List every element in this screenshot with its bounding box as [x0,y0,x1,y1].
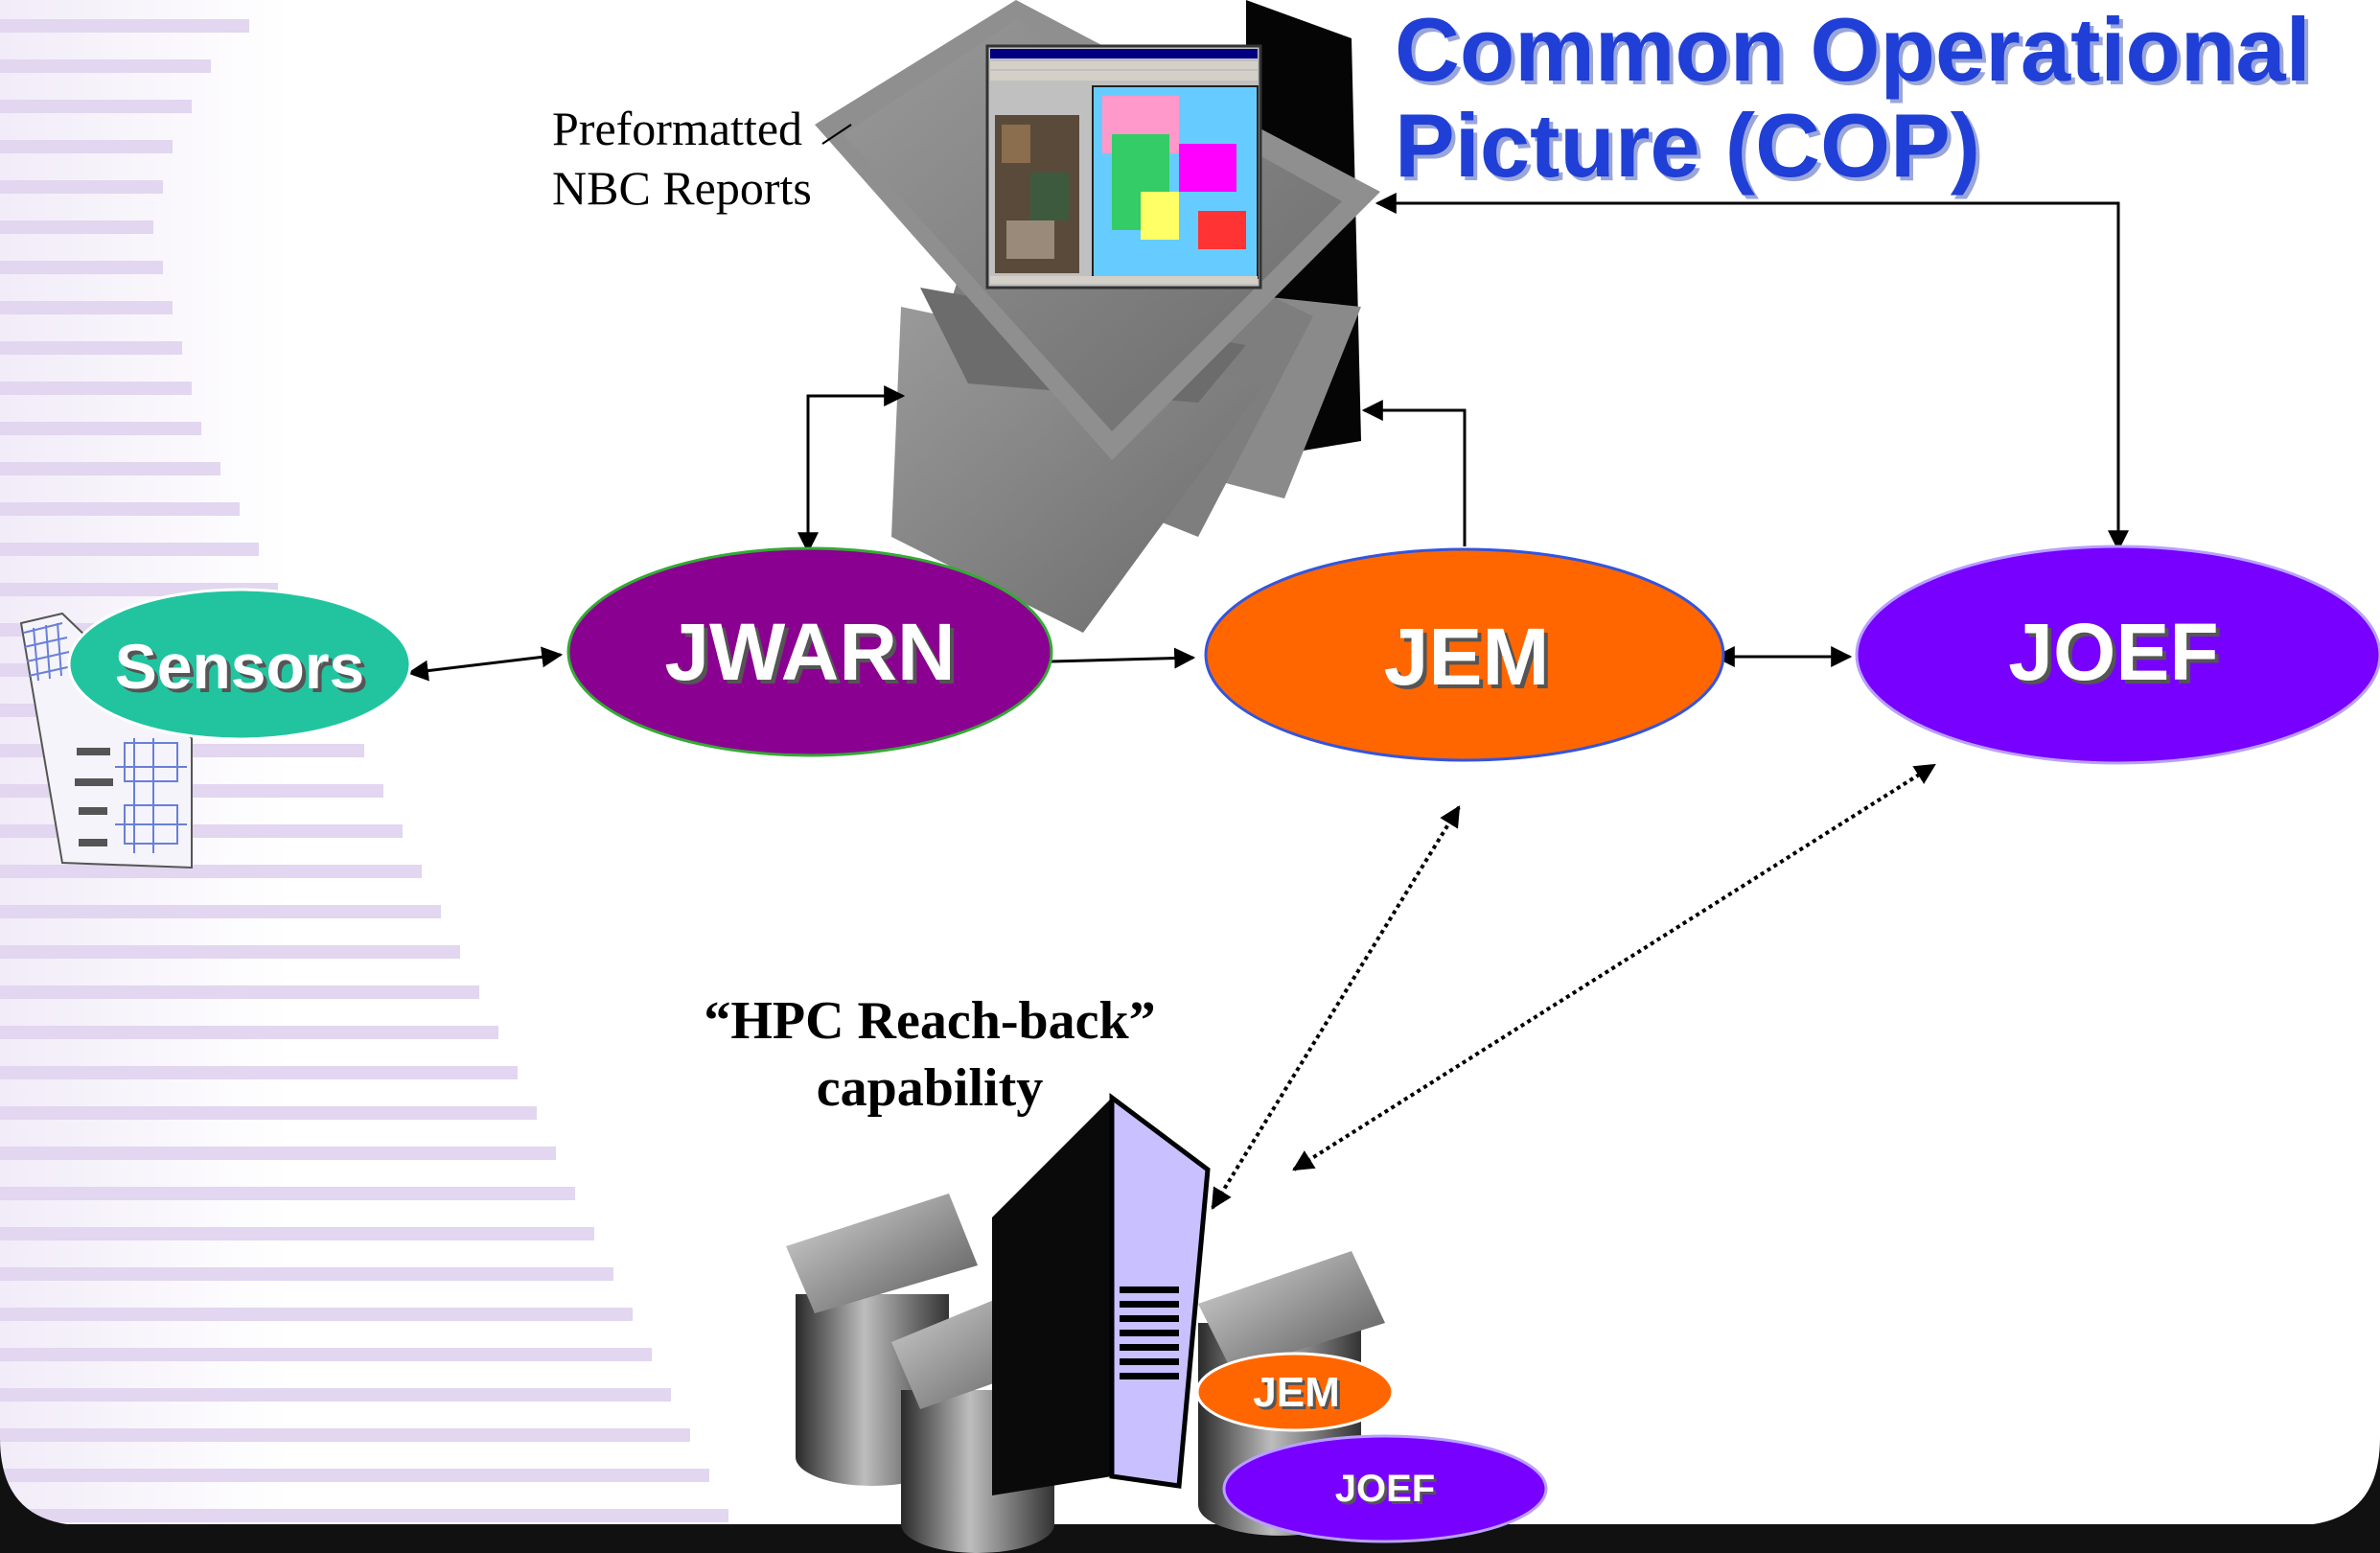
background-stripes [0,0,728,1553]
hpc-caption-line-2: capability [816,1058,1044,1118]
connectors [406,124,2129,1210]
cop-note: Preformatted NBC Reports [552,99,812,218]
sensors-label: Sensors [114,631,365,702]
cop-screenshot-thumbnail [985,44,1262,290]
hpc-caption: “HPC Reach-back” capability [633,987,1227,1122]
jem-node-shape [1204,547,1725,762]
hpc-server-cluster [786,1093,1385,1553]
jwarn-label: JWARN [664,607,956,697]
title-line-1: Common Operational [1395,0,2311,100]
jwarn-node-shape [566,546,1053,757]
hpc-caption-line-1: “HPC Reach-back” [704,991,1156,1051]
server-joef-shape [1222,1434,1548,1543]
cop-note-line-1: Preformatted [552,102,803,155]
sensors-graphic [19,612,193,869]
title-line-2: Picture (COP) [1395,95,1981,196]
server-jem-label: JEM [1253,1369,1340,1416]
server-joef-label: JOEF [1334,1468,1436,1510]
joef-label: JOEF [2008,607,2219,697]
cop-note-line-2: NBC Reports [552,161,812,215]
joef-node-shape [1855,545,2380,765]
page-title: Common Operational Picture (COP) [1395,2,2372,194]
bottom-frame [0,1438,2380,1553]
server-jem-shape [1195,1352,1395,1432]
sensors-node-shape [67,588,412,741]
jem-label: JEM [1383,612,1550,702]
